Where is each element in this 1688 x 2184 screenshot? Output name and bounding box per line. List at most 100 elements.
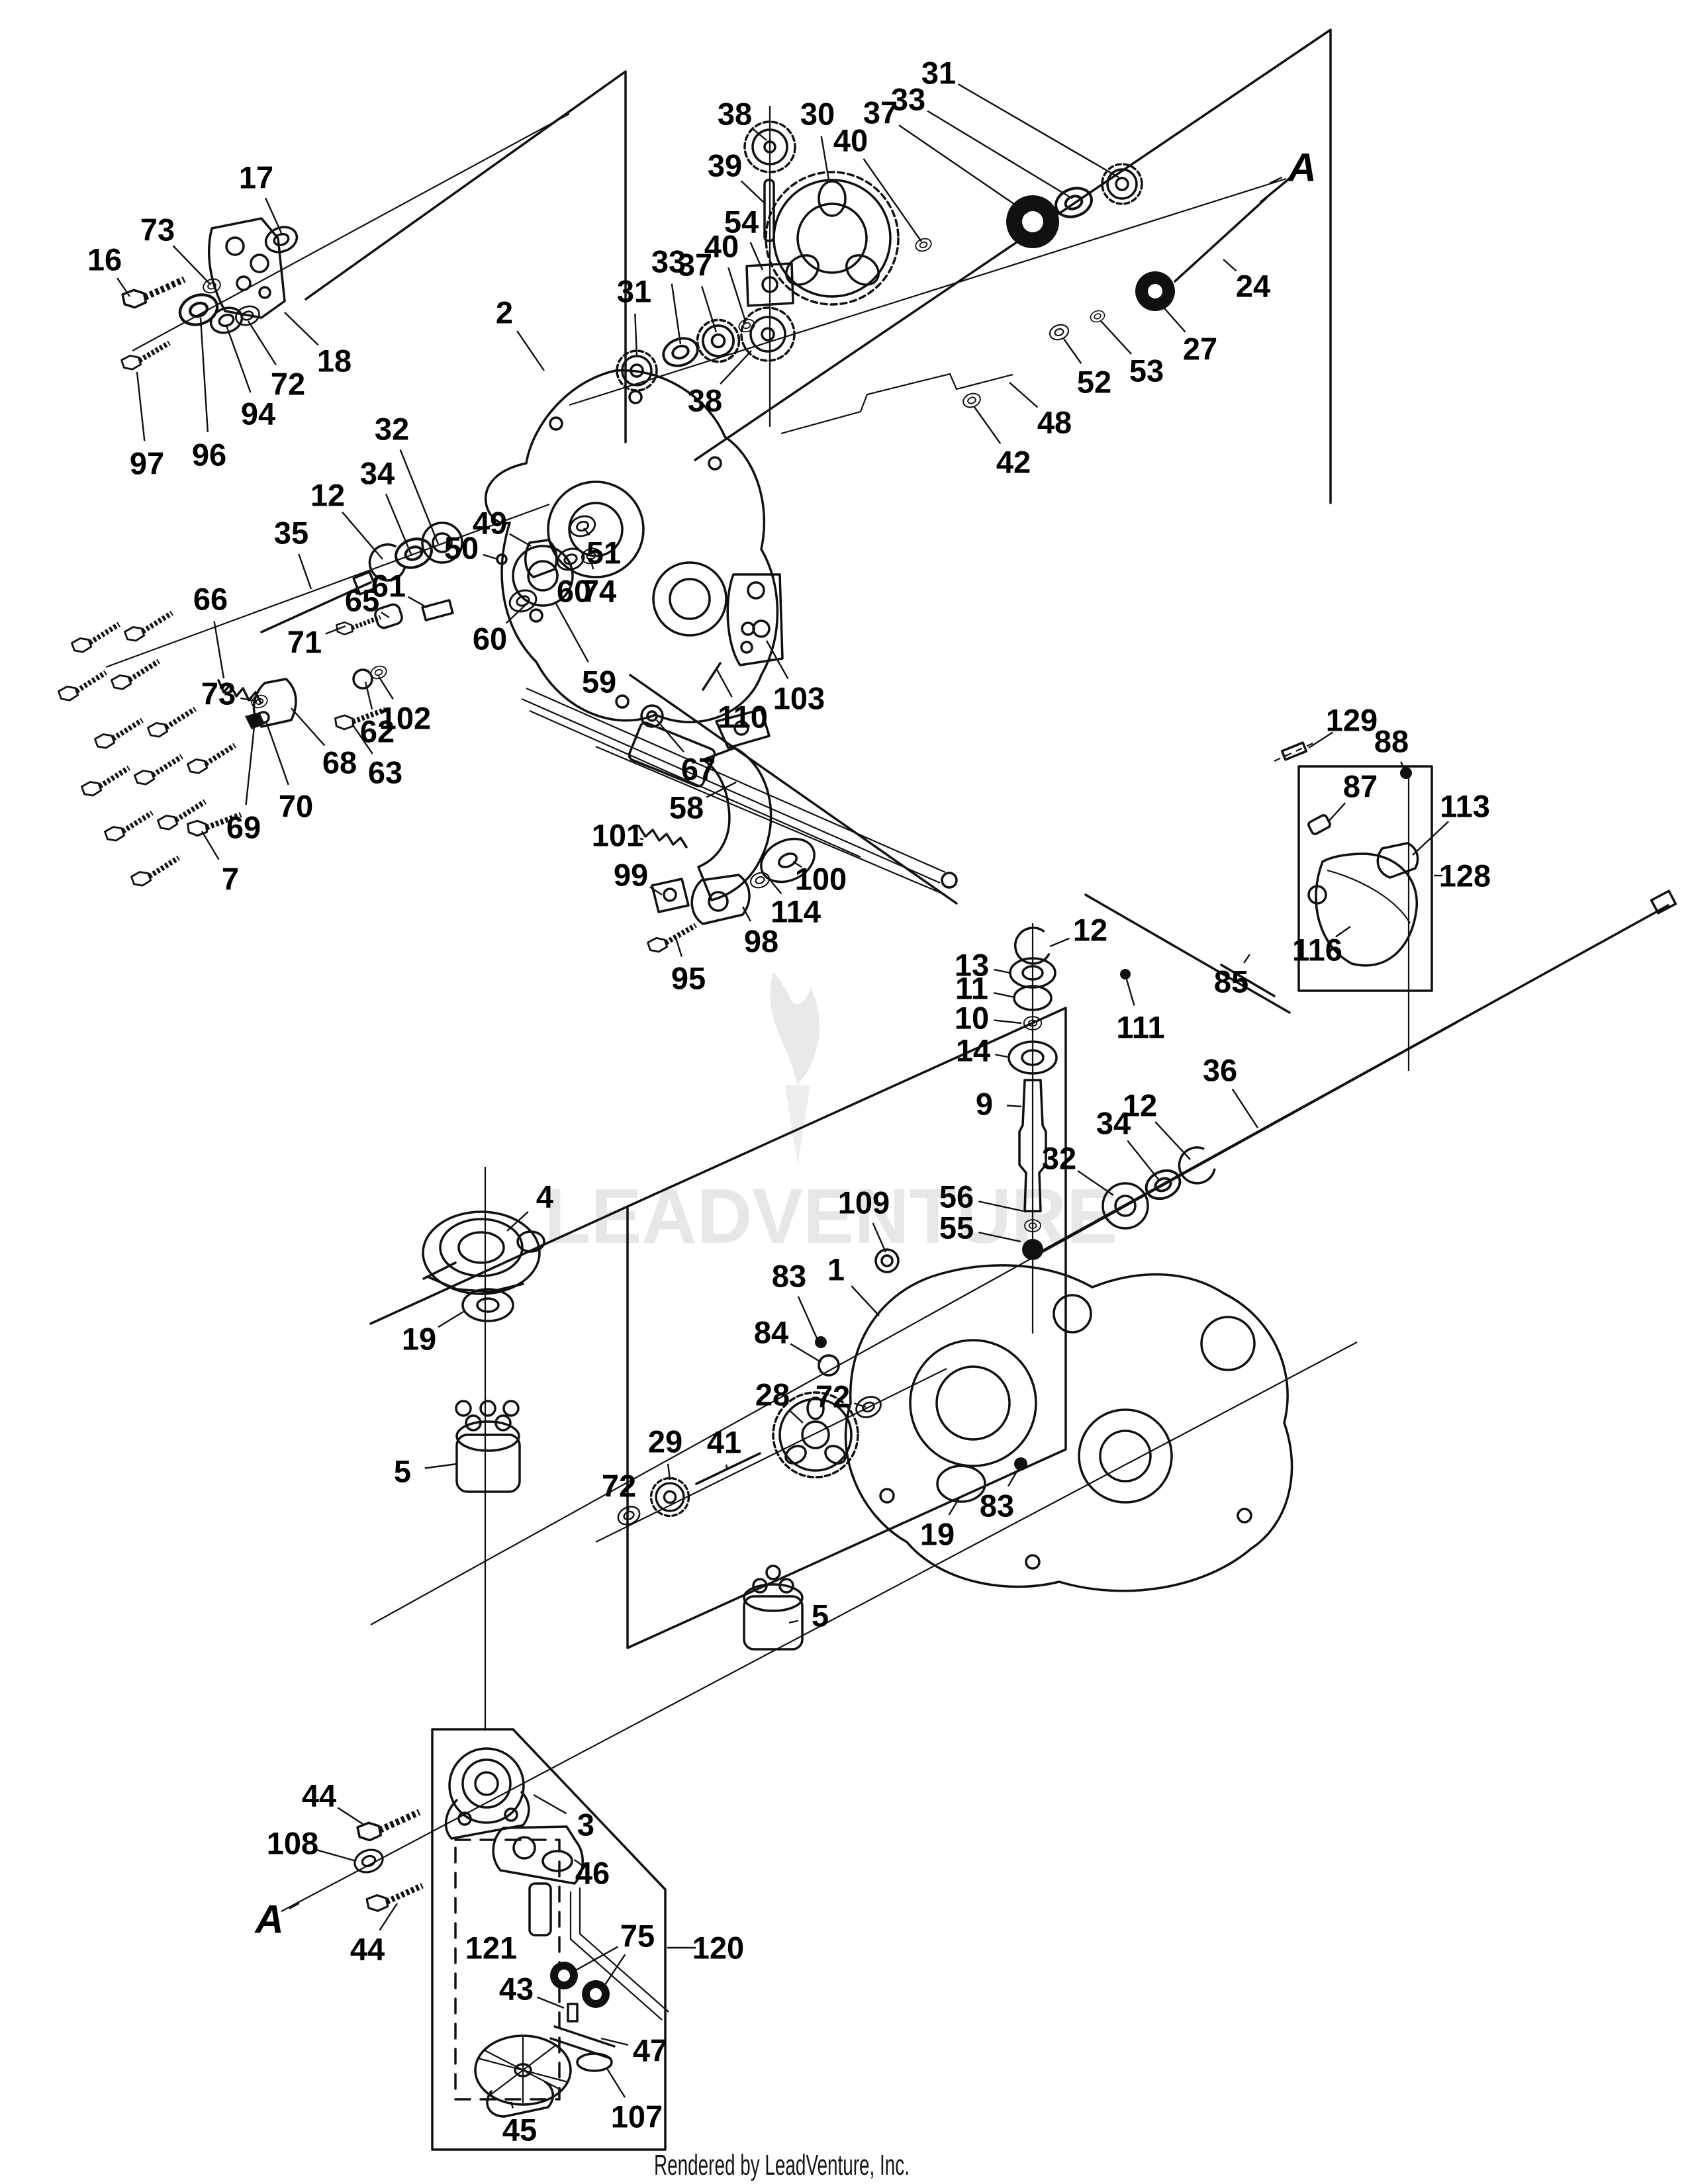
leader-line	[213, 621, 225, 679]
leader-line	[1329, 802, 1346, 821]
part-label-44: 44	[302, 1778, 336, 1813]
leader-line	[172, 245, 211, 285]
leader-line	[974, 406, 1002, 444]
leader-line	[1269, 176, 1282, 185]
leader-line	[1231, 1088, 1259, 1128]
panel-outlines	[305, 28, 1433, 2151]
leader-line	[790, 1343, 821, 1363]
part-label-52: 52	[1077, 365, 1111, 400]
part-label-33: 33	[651, 244, 686, 279]
part-label-41: 41	[707, 1425, 741, 1460]
part-label-5: 5	[394, 1454, 411, 1489]
part-label-31: 31	[921, 56, 956, 91]
part-label-37: 37	[863, 95, 898, 130]
part-label-110: 110	[718, 700, 768, 735]
part-label-48: 48	[1037, 405, 1072, 440]
leader-line	[1009, 382, 1039, 408]
leader-line	[247, 320, 277, 365]
part-label-68: 68	[322, 745, 357, 780]
part-label-66: 66	[193, 582, 228, 617]
leader-line	[385, 493, 413, 557]
part-label-98: 98	[744, 924, 778, 959]
upper-left-panel-edge	[305, 70, 627, 443]
part-label-70: 70	[279, 789, 313, 824]
part-label-128: 128	[1439, 858, 1491, 893]
part-label-18: 18	[317, 343, 352, 379]
upper-housing-drawing	[484, 369, 784, 723]
part-label-42: 42	[996, 445, 1031, 480]
control-linkage-drawing	[187, 663, 958, 896]
box-128-outline	[1297, 765, 1433, 992]
leader-line	[573, 1859, 586, 1868]
part-label-40: 40	[833, 123, 868, 158]
part-label-73: 73	[201, 676, 236, 711]
leader-line	[927, 110, 1073, 200]
part-label-19: 19	[402, 1322, 436, 1357]
leader-line	[291, 707, 326, 747]
part-label-109: 109	[838, 1185, 890, 1220]
part-label-73: 73	[140, 212, 175, 248]
leader-line	[769, 878, 782, 895]
bottom-service-group-drawing	[350, 1747, 669, 2118]
leader-line	[706, 781, 737, 798]
part-label-103: 103	[773, 681, 825, 716]
leader-line	[483, 553, 498, 561]
leader-line	[407, 596, 428, 609]
leader-line	[264, 197, 283, 234]
leader-line	[749, 242, 764, 271]
part-label-24: 24	[1236, 269, 1270, 304]
part-label-121: 121	[465, 1931, 517, 1966]
part-label-102: 102	[379, 701, 431, 736]
part-label-17: 17	[239, 160, 273, 195]
part-label-27: 27	[1183, 332, 1217, 367]
part-label-46: 46	[575, 1856, 610, 1891]
leader-line	[245, 726, 256, 805]
leader-line	[533, 1794, 567, 1815]
part-label-19: 19	[920, 1517, 955, 1552]
leader-line	[715, 668, 733, 698]
leader-line	[948, 1496, 961, 1516]
part-label-100: 100	[795, 862, 847, 897]
leader-line	[1243, 954, 1250, 964]
leader-line	[674, 935, 683, 957]
part-label-59: 59	[582, 664, 616, 700]
part-label-60: 60	[473, 621, 507, 657]
part-label-99: 99	[614, 858, 648, 893]
leader-line	[509, 533, 532, 547]
leadventure-flame-logo-inner	[785, 1085, 810, 1165]
part-label-45: 45	[502, 2113, 537, 2148]
part-label-53: 53	[1129, 353, 1164, 388]
part-label-74: 74	[582, 574, 616, 609]
leader-line	[364, 681, 373, 710]
leader-line	[1159, 302, 1186, 333]
part-label-61: 61	[371, 569, 406, 604]
part-label-12: 12	[310, 478, 345, 513]
part-label-129: 129	[1326, 703, 1378, 738]
part-label-75: 75	[620, 1919, 655, 1954]
part-label-97: 97	[130, 446, 164, 481]
bolt-grid-drawing	[58, 613, 240, 888]
part-label-55: 55	[939, 1210, 974, 1246]
leader-line	[117, 277, 130, 297]
leader-line	[199, 317, 209, 433]
leader-line	[136, 371, 146, 441]
part-label-9: 9	[976, 1087, 993, 1122]
leader-line	[381, 612, 390, 619]
part-label-63: 63	[368, 755, 402, 790]
leader-line	[741, 906, 751, 922]
leader-line	[1008, 1469, 1019, 1487]
part-label-32: 32	[1042, 1141, 1076, 1176]
leader-line	[265, 721, 289, 786]
part-label-71: 71	[287, 625, 322, 660]
part-label-96: 96	[192, 437, 226, 473]
leader-line	[590, 561, 594, 570]
part-label-65: 65	[345, 583, 379, 618]
leader-line	[1400, 761, 1407, 774]
leader-line	[574, 1946, 618, 1972]
part-label-29: 29	[648, 1424, 682, 1459]
leader-line	[506, 1211, 529, 1232]
watermark-text: LEADVENTURE	[544, 1173, 1117, 1260]
part-label-40: 40	[704, 229, 739, 264]
leader-line	[820, 136, 830, 181]
part-label-69: 69	[226, 810, 261, 845]
